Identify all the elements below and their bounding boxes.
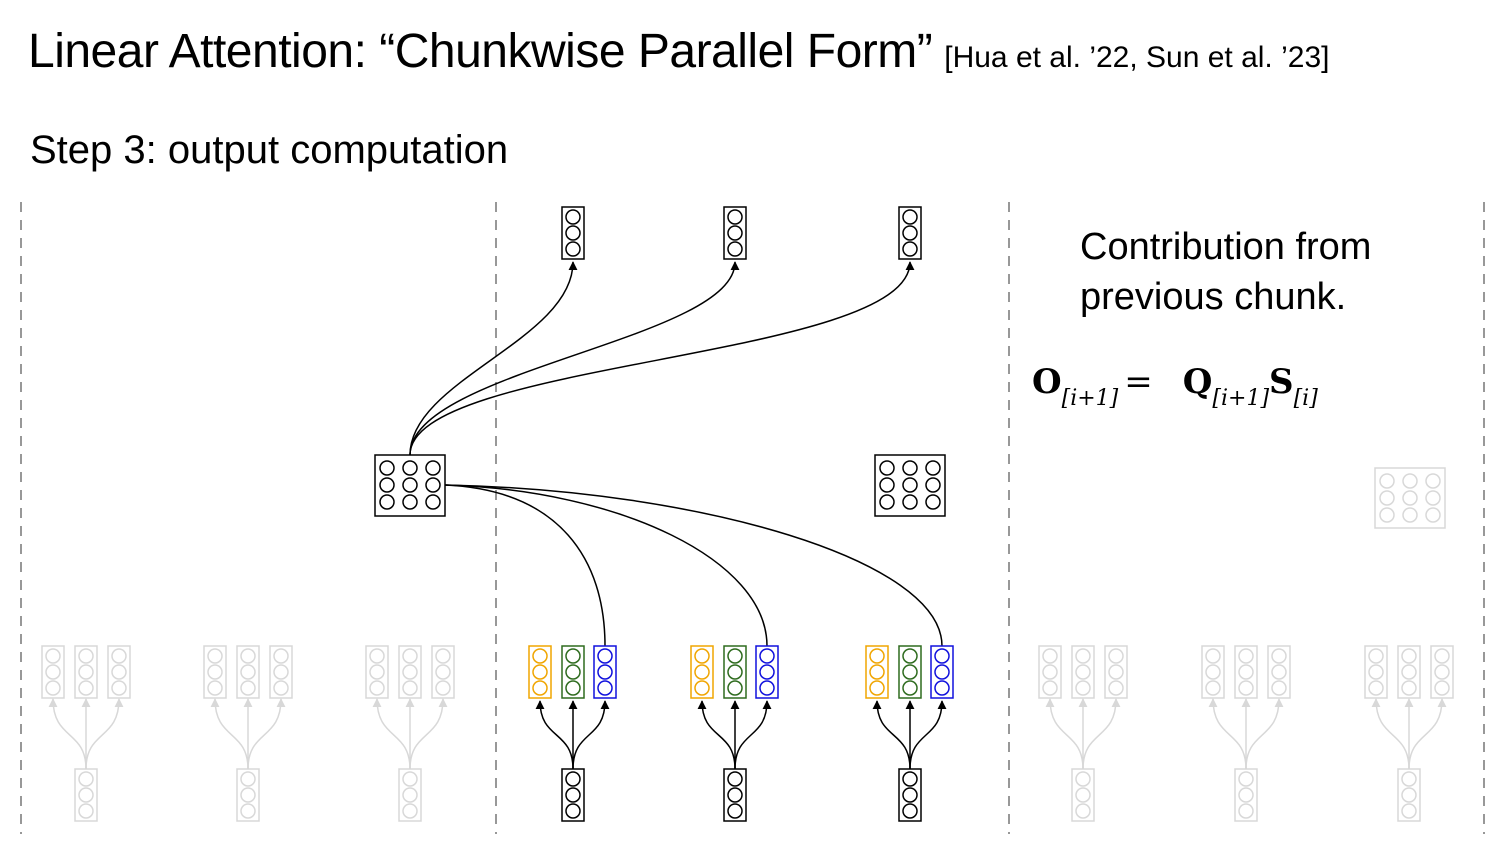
step-label: Step 3: output computation [30,128,509,172]
faded-token-6 [1364,645,1454,822]
formula-s-sub: [i] [1293,386,1318,411]
active-token-3 [865,645,954,822]
input-vector-2 [697,700,772,822]
note-line-1: Contribution from [1080,226,1372,268]
curve-to-query-3 [444,484,943,647]
faded-token-1 [41,645,131,822]
formula-s: S [1269,362,1294,402]
state-matrix-current [874,454,946,517]
active-token-2 [690,645,779,822]
title-main: Linear Attention: “Chunkwise Parallel Fo… [28,25,933,78]
contribution-note: Contribution from previous chunk. [1080,222,1371,322]
curve-to-query-1 [444,484,606,647]
query-vector-2 [755,645,779,699]
formula-q: Q [1182,362,1213,402]
query-vector-1 [593,645,617,699]
faded-token-3 [365,645,455,822]
value-vector-3 [898,645,922,699]
output-vector-1 [561,206,585,260]
note-line-2: previous chunk. [1080,276,1347,318]
faded-token-5 [1201,645,1291,822]
faded-token-4 [1038,645,1128,822]
query-vector-3 [930,645,954,699]
value-vector-2 [723,645,747,699]
key-vector-3 [865,645,889,699]
title-citation: [Hua et al. ’22, Sun et al. ’23] [944,41,1330,74]
slide-title: Linear Attention: “Chunkwise Parallel Fo… [28,24,1329,79]
output-formula: O[i+1]=Q[i+1]S[i] [1032,362,1318,411]
key-vector-1 [528,645,552,699]
output-vectors [561,206,922,260]
formula-q-sub: [i+1] [1212,386,1270,411]
state-matrix-prev [374,454,446,517]
formula-equals: = [1124,362,1153,402]
formula-lhs: O [1032,362,1062,402]
arrow-to-output-3 [409,261,915,456]
faded-state-matrix [1374,467,1446,529]
value-vector-1 [561,645,585,699]
input-vector-1 [535,700,610,822]
state-to-output-arrows [409,261,915,456]
output-vector-2 [723,206,747,260]
faded-token-2 [203,645,293,822]
formula-lhs-sub: [i+1] [1061,386,1119,411]
chunk-dividers [20,202,1485,834]
faded-chunk-right [1038,467,1454,822]
arrow-to-output-2 [409,261,740,456]
arrow-to-output-1 [409,261,578,456]
output-vector-3 [898,206,922,260]
key-vector-2 [690,645,714,699]
faded-chunk-left [41,645,455,822]
active-token-1 [528,645,617,822]
state-to-query-curves [444,484,943,647]
input-vector-3 [872,700,947,822]
curve-to-query-2 [444,484,768,647]
